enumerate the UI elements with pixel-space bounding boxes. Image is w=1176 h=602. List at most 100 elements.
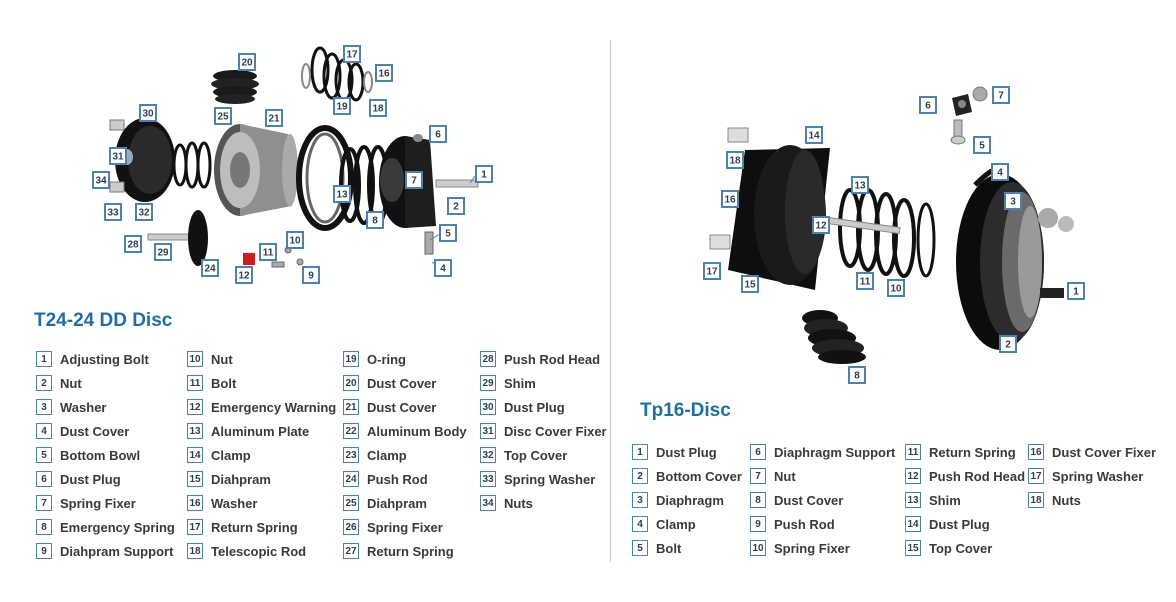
callout-number: 6 xyxy=(435,130,441,141)
left-assembly xyxy=(109,46,479,269)
callout-number: 15 xyxy=(744,280,756,291)
left-callout-13: 13 xyxy=(333,185,351,203)
left-callout-9: 9 xyxy=(302,266,320,284)
right-callout-16: 16 xyxy=(721,190,739,208)
legend-number: 9 xyxy=(36,543,52,559)
callout-number: 14 xyxy=(808,131,820,142)
left-callout-21: 21 xyxy=(265,109,283,127)
callout-number: 13 xyxy=(854,181,866,192)
legend-label: Spring Washer xyxy=(1052,468,1144,484)
legend-label: O-ring xyxy=(367,351,406,367)
legend-label: Nut xyxy=(60,375,82,391)
legend-label: Push Rod xyxy=(367,471,428,487)
legend-number: 5 xyxy=(632,540,648,556)
right-callout-13: 13 xyxy=(851,176,869,194)
legend-label: Spring Fixer xyxy=(367,519,443,535)
legend-label: Dust Cover xyxy=(60,423,130,439)
return-spring-part xyxy=(301,46,373,102)
callout-number: 5 xyxy=(445,229,451,240)
callout-number: 24 xyxy=(204,264,216,275)
legend-label: Diahpram Support xyxy=(60,543,174,559)
tp16-bellows-part xyxy=(802,310,866,364)
right-callout-7: 7 xyxy=(992,86,1010,104)
callout-number: 4 xyxy=(440,264,446,275)
callout-number: 8 xyxy=(372,216,378,227)
legend-label: Aluminum Plate xyxy=(211,423,310,439)
legend-number: 31 xyxy=(480,423,496,439)
legend-number: 11 xyxy=(187,375,203,391)
right-callout-8: 8 xyxy=(848,366,866,384)
callout-number: 20 xyxy=(241,58,253,69)
aluminum-body-part xyxy=(214,124,298,216)
legend-number: 34 xyxy=(480,495,496,511)
legend-number: 11 xyxy=(905,444,921,460)
legend-number: 25 xyxy=(343,495,359,511)
legend-number: 9 xyxy=(750,516,766,532)
legend-label: Push Rod Head xyxy=(929,468,1026,484)
legend-label: Shim xyxy=(504,375,536,391)
legend-number: 1 xyxy=(632,444,648,460)
legend-label: Return Spring xyxy=(929,444,1016,460)
callout-number: 12 xyxy=(815,221,827,232)
left-callout-11: 11 xyxy=(259,243,277,261)
callout-number: 34 xyxy=(95,176,107,187)
legend-label: Dust Plug xyxy=(60,471,121,487)
callout-number: 1 xyxy=(481,170,487,181)
right-title: Tp16-Disc xyxy=(640,400,731,421)
legend-number: 7 xyxy=(36,495,52,511)
legend-number: 2 xyxy=(632,468,648,484)
legend-number: 16 xyxy=(187,495,203,511)
legend-number: 28 xyxy=(480,351,496,367)
right-callout-2: 2 xyxy=(999,335,1017,353)
legend-label: Spring Fixer xyxy=(60,495,136,511)
callout-number: 2 xyxy=(1005,340,1011,351)
legend-label: Dust Cover xyxy=(774,492,844,508)
legend-number: 27 xyxy=(343,543,359,559)
callout-number: 13 xyxy=(336,190,348,201)
callout-number: 21 xyxy=(268,114,280,125)
right-callout-11: 11 xyxy=(856,272,874,290)
left-callout-6: 6 xyxy=(429,125,447,143)
right-callout-10: 10 xyxy=(887,279,905,297)
left-legend-item: 9 Diahpram Support xyxy=(36,541,173,561)
left-callout-33: 33 xyxy=(104,203,122,221)
legend-label: Bolt xyxy=(211,375,237,391)
callout-number: 19 xyxy=(336,102,348,113)
legend-number: 30 xyxy=(480,399,496,415)
right-callout-5: 5 xyxy=(973,136,991,154)
callout-number: 30 xyxy=(142,109,154,120)
legend-number: 15 xyxy=(187,471,203,487)
legend-number: 16 xyxy=(1028,444,1044,460)
legend-label: Nuts xyxy=(504,495,533,511)
right-callout-1: 1 xyxy=(1067,282,1085,300)
legend-number: 23 xyxy=(343,447,359,463)
legend-label: Dust Plug xyxy=(929,516,990,532)
callout-number: 17 xyxy=(706,267,718,278)
right-callout-14: 14 xyxy=(805,126,823,144)
left-callout-17: 17 xyxy=(343,45,361,63)
legend-label: Aluminum Body xyxy=(367,423,467,439)
left-callout-5: 5 xyxy=(439,224,457,242)
right-callout-17: 17 xyxy=(703,262,721,280)
left-callout-8: 8 xyxy=(366,211,384,229)
callout-number: 16 xyxy=(378,69,390,80)
